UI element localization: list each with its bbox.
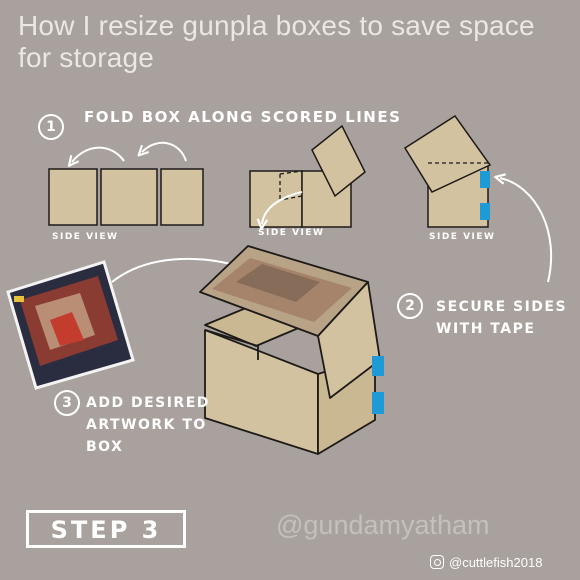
box-artwork-card bbox=[6, 260, 135, 390]
page-title: How I resize gunpla boxes to save space … bbox=[18, 10, 535, 73]
curved-arrow-icon bbox=[262, 191, 303, 224]
watermark: @gundamyatham bbox=[276, 510, 490, 540]
step-3-number: 3 bbox=[54, 390, 80, 416]
curved-arrow-icon bbox=[72, 146, 125, 162]
flat-box-panels bbox=[48, 168, 204, 226]
step-2-instruction: SECURE SIDES WITH TAPE bbox=[436, 299, 568, 337]
step-1-instruction: FOLD BOX ALONG SCORED LINES bbox=[84, 108, 402, 126]
curved-arrow-icon bbox=[500, 178, 553, 283]
step-1-number: 1 bbox=[38, 114, 64, 140]
curved-arrow-icon bbox=[142, 141, 187, 162]
side-view-label-3: SIDE VIEW bbox=[429, 232, 496, 242]
step-2-number: 2 bbox=[397, 293, 423, 319]
folded-box-side-view bbox=[403, 114, 492, 228]
large-gunpla-box bbox=[199, 245, 381, 455]
credit-handle: @cuttlefish2018 bbox=[449, 555, 543, 570]
folding-box-side-view bbox=[249, 124, 366, 228]
side-view-label-2: SIDE VIEW bbox=[258, 228, 325, 238]
side-view-label-1: SIDE VIEW bbox=[52, 232, 119, 242]
step-3-instruction: ADD DESIRED ARTWORK TO BOX bbox=[86, 395, 210, 455]
instagram-icon bbox=[430, 555, 444, 569]
step-label-box: STEP 3 bbox=[26, 510, 186, 548]
credit: @cuttlefish2018 bbox=[430, 555, 542, 570]
